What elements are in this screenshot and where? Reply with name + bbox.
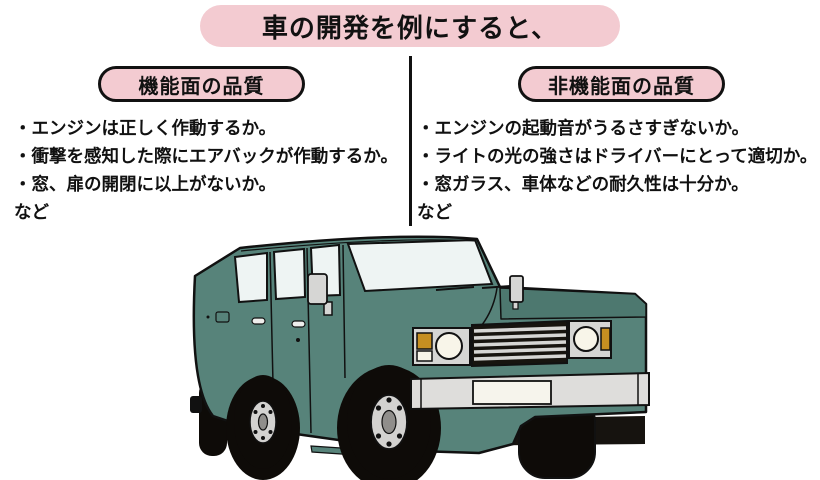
rear-door-handle [251,317,266,325]
nonfunctional-quality-label: 非機能面の品質 [548,75,695,98]
front-door-handle [291,320,306,328]
rear-hub-center [257,413,269,431]
hood [499,287,647,320]
wipers [435,285,511,291]
title-banner: 車の開発を例にすると、 [200,5,620,47]
grille-slats [473,326,567,361]
front-hub-center [381,409,397,435]
left-mirror [307,273,328,305]
left-headlight-icon [435,332,463,360]
bumper-end-lines [420,374,639,409]
functional-quality-list: ・エンジンは正しく作動するか。 ・衝撃を感知した際にエアバックが作動するか。 ・… [14,114,412,226]
center-divider-line [409,56,412,226]
rear-door-window [272,247,307,301]
page-title: 車の開発を例にすると、 [261,12,559,43]
list-item: ・エンジンの起動音がうるさすぎないか。 [417,118,750,138]
list-item: ・窓ガラス、車体などの耐久性は十分か。 [417,174,749,194]
keyhole-dot [296,338,300,342]
left-marker-lamp [416,350,433,362]
fuel-door [215,311,230,323]
right-headlight-icon [573,326,599,352]
front-lug-nuts [375,397,403,447]
list-item: ・窓、扉の開閉に以上がないか。 [14,174,277,194]
license-plate [472,380,552,405]
mirror-stem [323,301,333,316]
functional-quality-pill: 機能面の品質 [98,66,305,102]
list-item: ・エンジンは正しく作動するか。 [14,118,277,138]
rear-quarter-window [233,251,268,304]
etc-label: など [417,202,452,222]
suv-car-svg [190,235,650,480]
roof-rail-line [240,239,477,252]
rear-lug-nuts [253,404,273,440]
suv-car-illustration [183,230,653,480]
windshield [346,238,494,293]
fuel-door-dot [206,315,210,319]
etc-label: など [14,202,49,222]
list-item: ・ライトの光の強さはドライバーにとって適切か。 [417,146,818,166]
list-item: ・衝撃を感知した際にエアバックが作動するか。 [14,146,398,166]
right-mirror [509,275,524,303]
functional-quality-label: 機能面の品質 [138,75,265,98]
right-turn-signal [600,327,611,351]
nonfunctional-quality-list: ・エンジンの起動音がうるさすぎないか。 ・ライトの光の強さはドライバーにとって適… [417,114,818,226]
tail-lamp [190,396,202,413]
left-turn-signal [416,332,433,350]
nonfunctional-quality-pill: 非機能面の品質 [518,66,725,102]
